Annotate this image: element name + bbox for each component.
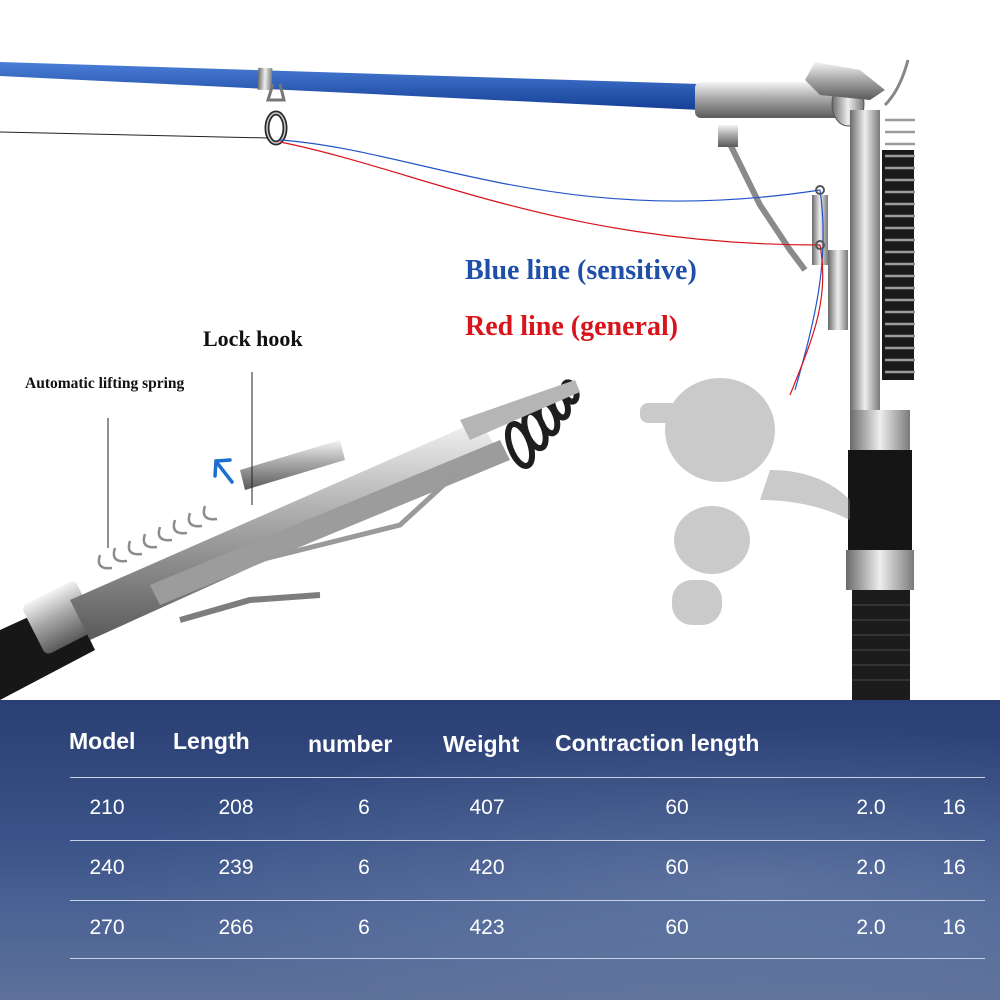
spec-panel — [0, 700, 1000, 1000]
header-number: number — [308, 731, 393, 757]
table-cell: 60 — [665, 796, 689, 819]
header-contraction-length: Contraction length — [555, 730, 760, 756]
header-weight: Weight — [443, 731, 520, 757]
table-cell: 407 — [469, 796, 505, 819]
table-cell: 420 — [469, 856, 505, 879]
lifting-spring-label: Automatic lifting spring — [25, 375, 185, 392]
table-rule — [70, 840, 985, 841]
table-cell: 6 — [358, 856, 370, 879]
blue-fishing-rod — [0, 62, 700, 146]
folded-rod-holder — [0, 379, 580, 700]
table-cell: 210 — [89, 796, 125, 819]
table-cell: 239 — [218, 856, 254, 879]
table-rule — [70, 958, 985, 959]
lock-hook-label: Lock hook — [203, 326, 303, 351]
header-model: Model — [69, 728, 136, 754]
table-cell: 208 — [218, 796, 254, 819]
table-rule — [70, 777, 985, 778]
table-cell: 16 — [942, 916, 966, 939]
red-line-label: Red line (general) — [465, 311, 679, 342]
table-rule — [70, 900, 985, 901]
table-cell: 60 — [665, 856, 689, 879]
table-cell: 240 — [89, 856, 125, 879]
rod-holder-assembly — [695, 59, 915, 700]
table-cell: 2.0 — [856, 916, 886, 939]
table-cell: 2.0 — [856, 796, 886, 819]
table-cell: 423 — [469, 916, 505, 939]
table-cell: 16 — [942, 796, 966, 819]
header-length: Length — [173, 728, 250, 754]
table-cell: 16 — [942, 856, 966, 879]
red-line-path — [279, 141, 824, 396]
product-photo — [0, 59, 915, 700]
table-cell: 270 — [89, 916, 125, 939]
spring-coil — [885, 118, 915, 374]
table-cell: 6 — [358, 916, 370, 939]
table-cell: 6 — [358, 796, 370, 819]
table-cell: 60 — [665, 916, 689, 939]
lift-arrow-icon — [213, 458, 234, 484]
spinning-reel — [640, 378, 850, 625]
blue-line-label: Blue line (sensitive) — [465, 255, 697, 286]
table-cell: 266 — [218, 916, 254, 939]
table-cell: 2.0 — [856, 856, 886, 879]
